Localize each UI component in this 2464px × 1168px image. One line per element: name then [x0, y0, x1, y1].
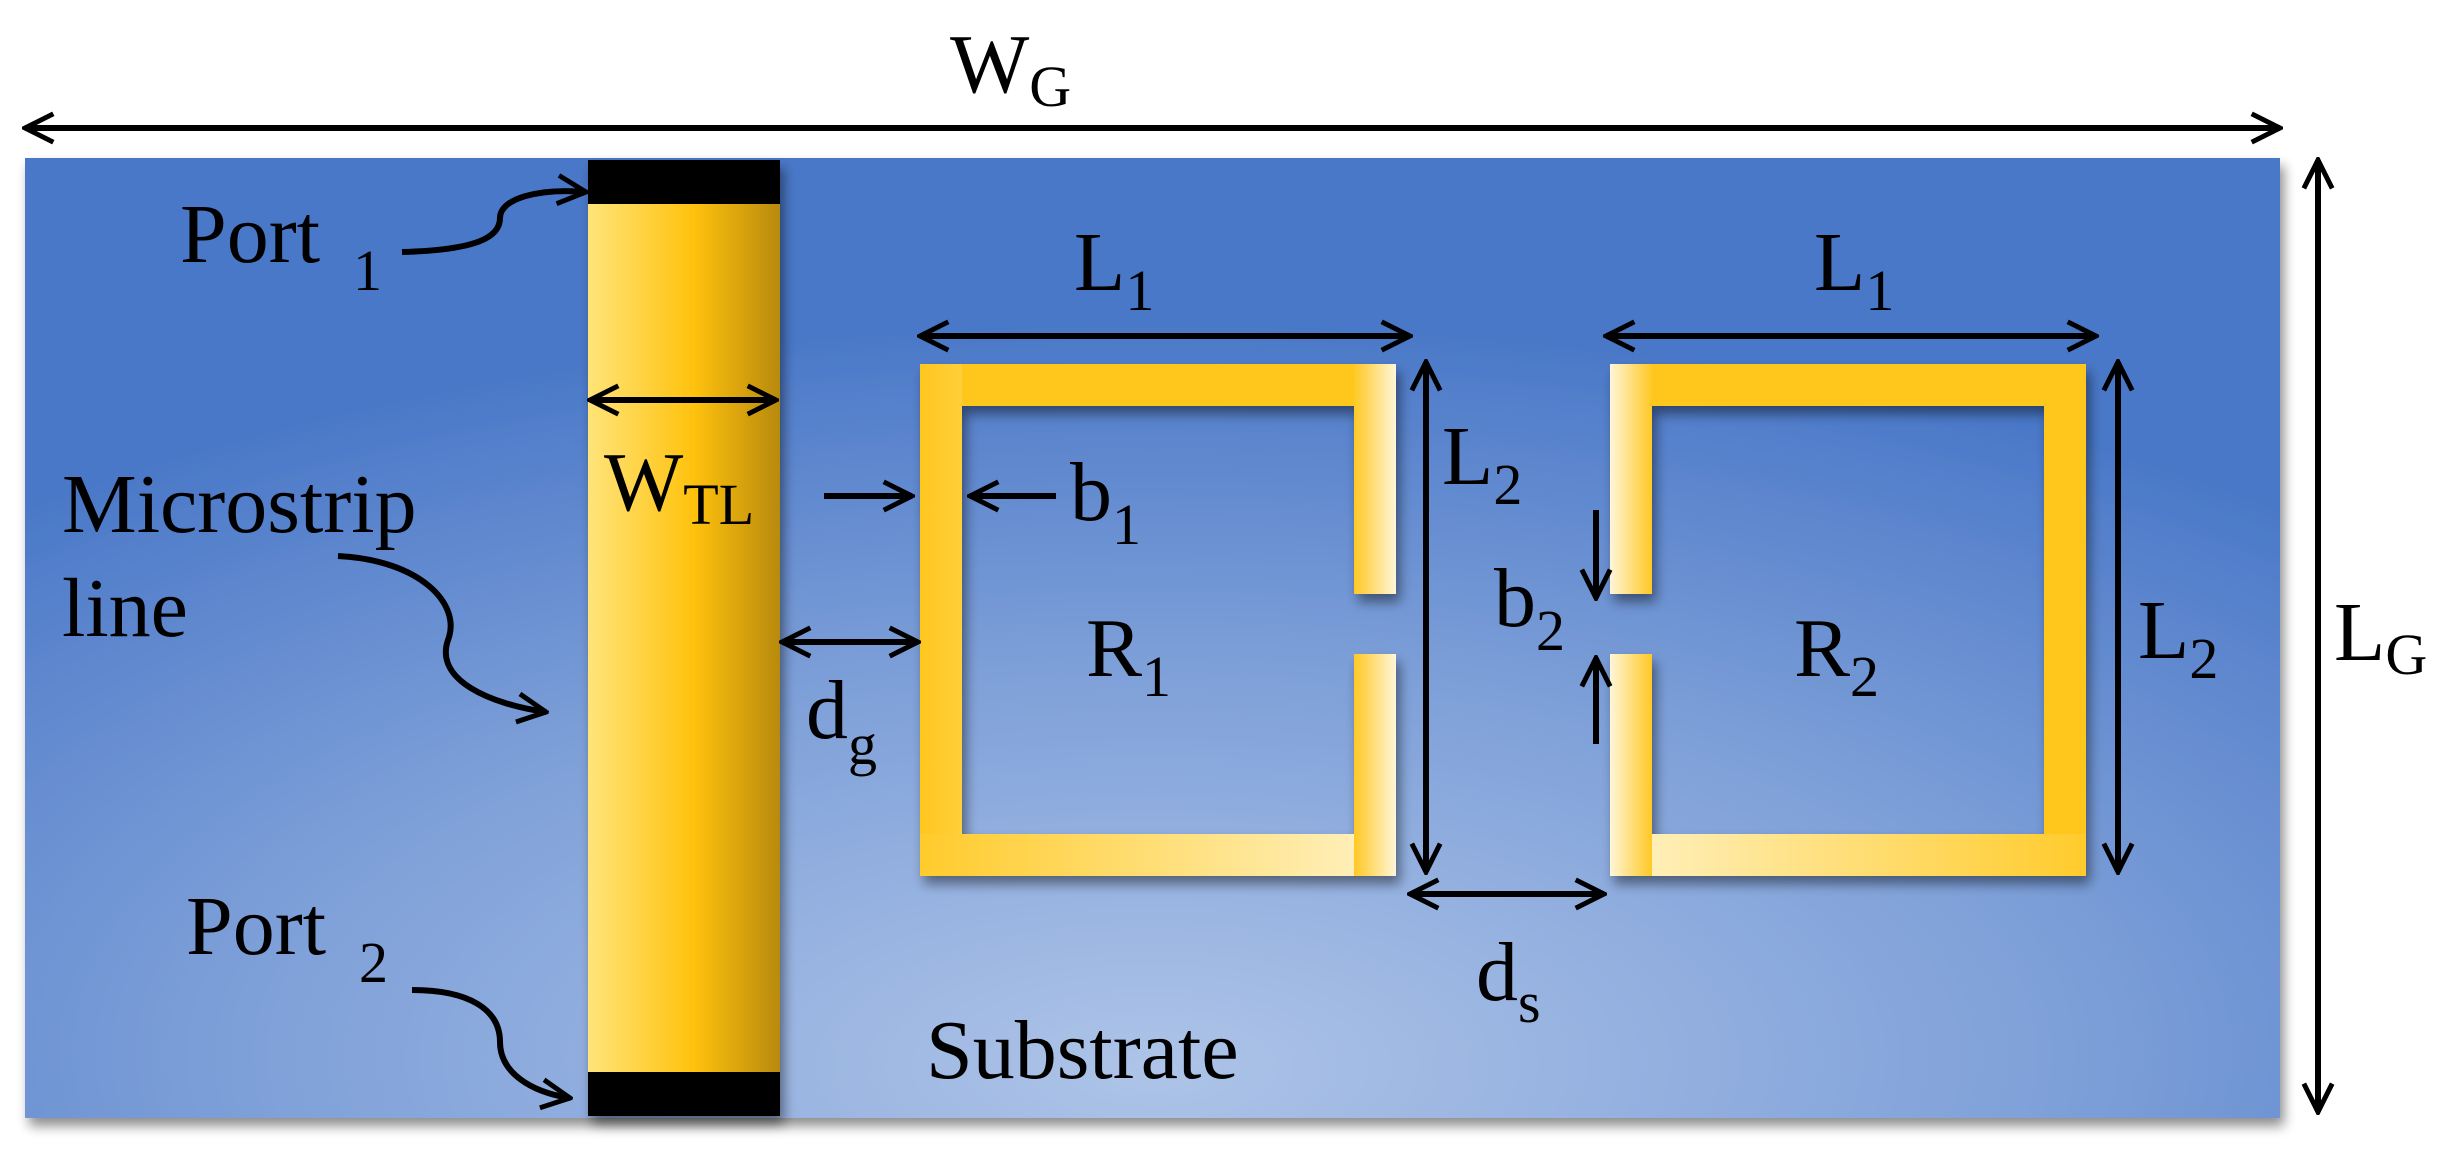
ds-label: ds — [1476, 926, 1541, 1035]
labels: WG LG Port 1 Port 2 Microstrip line WTL … — [62, 18, 2427, 1097]
lg-label: LG — [2334, 586, 2427, 687]
split-ring-r1 — [920, 364, 1396, 876]
l2-left-label: L2 — [1442, 410, 1522, 517]
b2-label: b2 — [1494, 552, 1565, 663]
b1-label: b1 — [1070, 446, 1141, 557]
port-2-leader — [411, 987, 570, 1098]
port-2-terminal — [588, 1072, 780, 1116]
wg-label: WG — [950, 18, 1071, 119]
microstrip-line — [588, 160, 780, 1116]
microstrip-leader — [337, 553, 546, 712]
port-1-leader — [401, 191, 586, 255]
microstrip-label-line2: line — [62, 562, 188, 655]
r2-label: R2 — [1794, 602, 1879, 709]
port-1-label: Port 1 — [180, 188, 382, 303]
port-1-terminal — [588, 160, 780, 204]
dimension-arrows — [25, 128, 2318, 1112]
split-ring-r2 — [1610, 364, 2086, 876]
substrate-board — [25, 158, 2280, 1118]
l2-right-label: L2 — [2138, 584, 2218, 691]
l1-left-label: L1 — [1074, 216, 1154, 323]
port-2-label: Port 2 — [186, 880, 388, 995]
l1-right-label: L1 — [1814, 216, 1894, 323]
r1-label: R1 — [1086, 602, 1171, 709]
dg-label: dg — [806, 664, 877, 777]
substrate-label: Substrate — [926, 1004, 1239, 1097]
wtl-label: WTL — [604, 436, 754, 537]
microstrip-label-line1: Microstrip — [62, 458, 417, 551]
